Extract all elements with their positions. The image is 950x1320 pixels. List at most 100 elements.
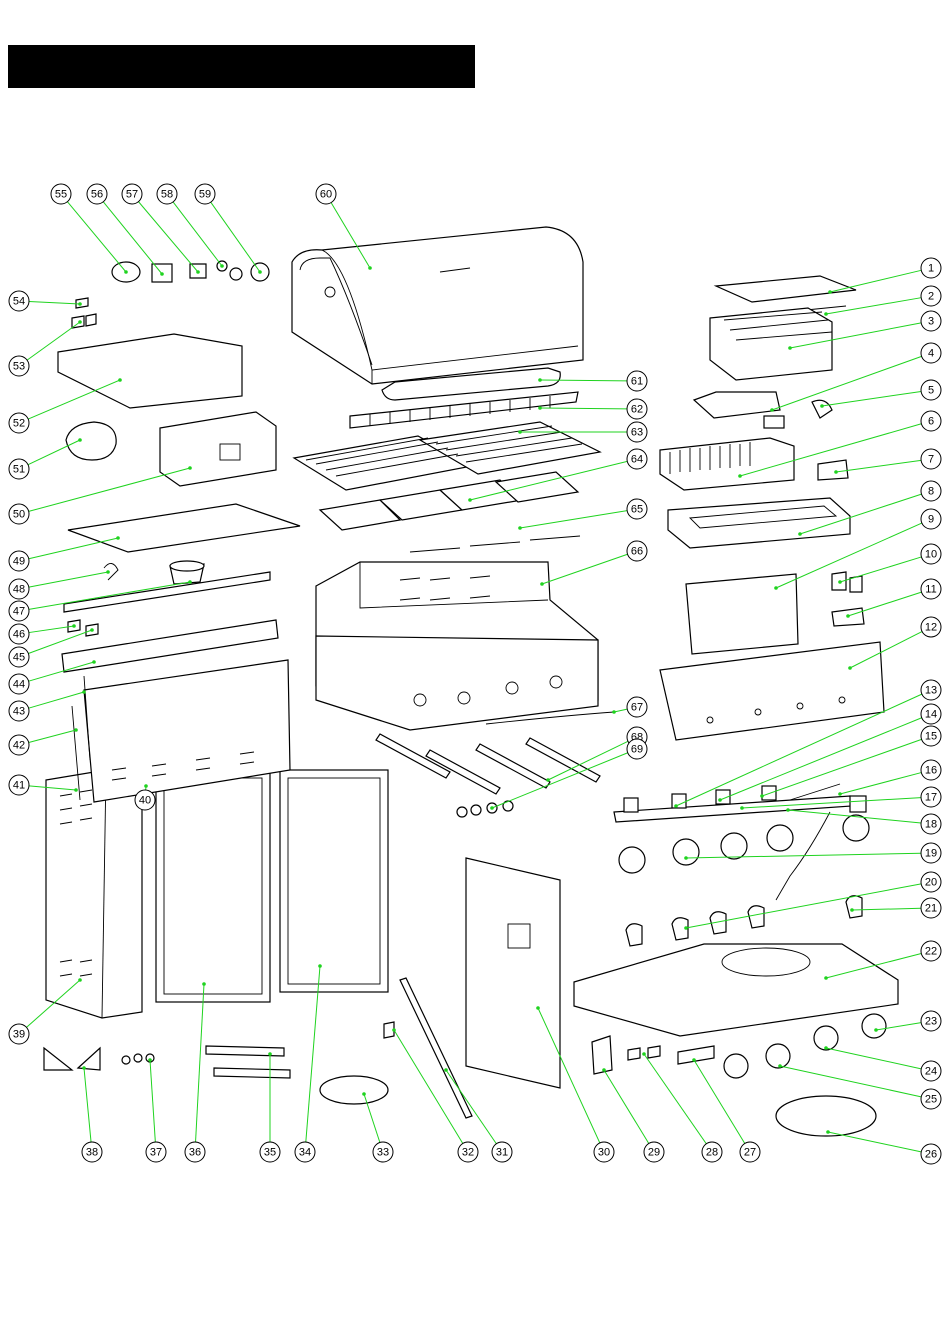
leader-line-15 xyxy=(762,739,922,796)
leader-dot-7 xyxy=(834,470,838,474)
callout-number: 42 xyxy=(13,740,25,752)
callout-number: 27 xyxy=(744,1147,756,1159)
leader-line-37 xyxy=(150,1060,155,1142)
callout-number: 66 xyxy=(631,546,643,558)
callout-number: 58 xyxy=(161,189,173,201)
leader-dot-60 xyxy=(368,266,372,270)
callout-number: 62 xyxy=(631,404,643,416)
callout-43: 43 xyxy=(9,701,29,721)
callout-number: 15 xyxy=(925,731,937,743)
left-side-shelf-panel xyxy=(160,412,276,486)
leader-line-2 xyxy=(826,298,921,314)
callout-number: 22 xyxy=(925,946,937,958)
thermometer-parts xyxy=(112,261,269,282)
callout-number: 40 xyxy=(139,795,151,807)
leader-dot-24 xyxy=(824,1046,828,1050)
door-handles xyxy=(206,1046,290,1078)
callout-53: 53 xyxy=(9,356,29,376)
callout-55: 55 xyxy=(51,184,71,204)
leader-dot-37 xyxy=(148,1058,152,1062)
side-burner-grate xyxy=(710,308,832,380)
callout-number: 34 xyxy=(299,1147,311,1159)
side-burner-frame xyxy=(668,498,850,548)
leader-dot-63 xyxy=(518,430,522,434)
leader-line-65 xyxy=(520,511,627,528)
callout-number: 1 xyxy=(928,263,934,275)
callout-number: 61 xyxy=(631,376,643,388)
callout-59: 59 xyxy=(195,184,215,204)
callout-23: 23 xyxy=(921,1011,941,1031)
leader-dot-14 xyxy=(718,798,722,802)
main-control-panel xyxy=(660,642,884,740)
callout-number: 10 xyxy=(925,549,937,561)
callout-27: 27 xyxy=(740,1142,760,1162)
support-bar xyxy=(400,978,472,1118)
leader-dot-27 xyxy=(692,1058,696,1062)
callout-number: 8 xyxy=(928,486,934,498)
leader-dot-11 xyxy=(846,614,850,618)
callout-number: 53 xyxy=(13,361,25,373)
leader-dot-66 xyxy=(540,582,544,586)
leader-line-31 xyxy=(446,1070,496,1144)
leader-line-46 xyxy=(29,626,74,633)
callout-34: 34 xyxy=(295,1142,315,1162)
leader-line-28 xyxy=(644,1054,706,1144)
callout-number: 35 xyxy=(264,1147,276,1159)
leader-line-24 xyxy=(826,1048,921,1069)
control-knobs xyxy=(626,896,862,946)
leader-line-25 xyxy=(780,1066,921,1097)
callout-30: 30 xyxy=(594,1142,614,1162)
callout-number: 19 xyxy=(925,848,937,860)
leader-dot-56 xyxy=(160,272,164,276)
left-door xyxy=(156,770,270,1002)
callout-69: 69 xyxy=(627,739,647,759)
callout-number: 37 xyxy=(150,1147,162,1159)
callout-number: 3 xyxy=(928,316,934,328)
callout-58: 58 xyxy=(157,184,177,204)
callout-31: 31 xyxy=(492,1142,512,1162)
callout-52: 52 xyxy=(9,413,29,433)
callout-17: 17 xyxy=(921,787,941,807)
leader-line-5 xyxy=(822,391,921,406)
callout-number: 20 xyxy=(925,877,937,889)
callout-number: 17 xyxy=(925,792,937,804)
callout-20: 20 xyxy=(921,872,941,892)
callout-9: 9 xyxy=(921,509,941,529)
leader-dot-67 xyxy=(612,710,616,714)
leader-line-26 xyxy=(828,1132,921,1152)
callout-number: 39 xyxy=(13,1029,25,1041)
callout-29: 29 xyxy=(644,1142,664,1162)
leader-dot-12 xyxy=(848,666,852,670)
hardware-29 xyxy=(592,1036,612,1074)
leader-line-49 xyxy=(29,538,118,559)
leader-dot-39 xyxy=(78,978,82,982)
leader-line-16 xyxy=(840,773,921,794)
callout-39: 39 xyxy=(9,1024,29,1044)
callout-number: 55 xyxy=(55,189,67,201)
callout-16: 16 xyxy=(921,760,941,780)
callout-61: 61 xyxy=(627,371,647,391)
callout-number: 51 xyxy=(13,464,25,476)
leader-dot-23 xyxy=(874,1028,878,1032)
leader-dot-21 xyxy=(850,908,854,912)
leader-dot-48 xyxy=(106,570,110,574)
callout-35: 35 xyxy=(260,1142,280,1162)
callout-22: 22 xyxy=(921,941,941,961)
leader-dot-53 xyxy=(78,320,82,324)
leader-dot-69 xyxy=(490,806,494,810)
callout-21: 21 xyxy=(921,898,941,918)
callout-number: 38 xyxy=(86,1147,98,1159)
leader-dot-41 xyxy=(74,788,78,792)
callout-56: 56 xyxy=(87,184,107,204)
callout-number: 56 xyxy=(91,189,103,201)
callout-14: 14 xyxy=(921,704,941,724)
callout-number: 60 xyxy=(320,189,332,201)
tank-ring xyxy=(320,1076,388,1104)
leader-dot-3 xyxy=(788,346,792,350)
leader-dot-6 xyxy=(738,474,742,478)
callout-26: 26 xyxy=(921,1144,941,1164)
callout-13: 13 xyxy=(921,680,941,700)
callout-number: 7 xyxy=(928,454,934,466)
callout-number: 48 xyxy=(13,584,25,596)
leader-dot-17 xyxy=(740,806,744,810)
